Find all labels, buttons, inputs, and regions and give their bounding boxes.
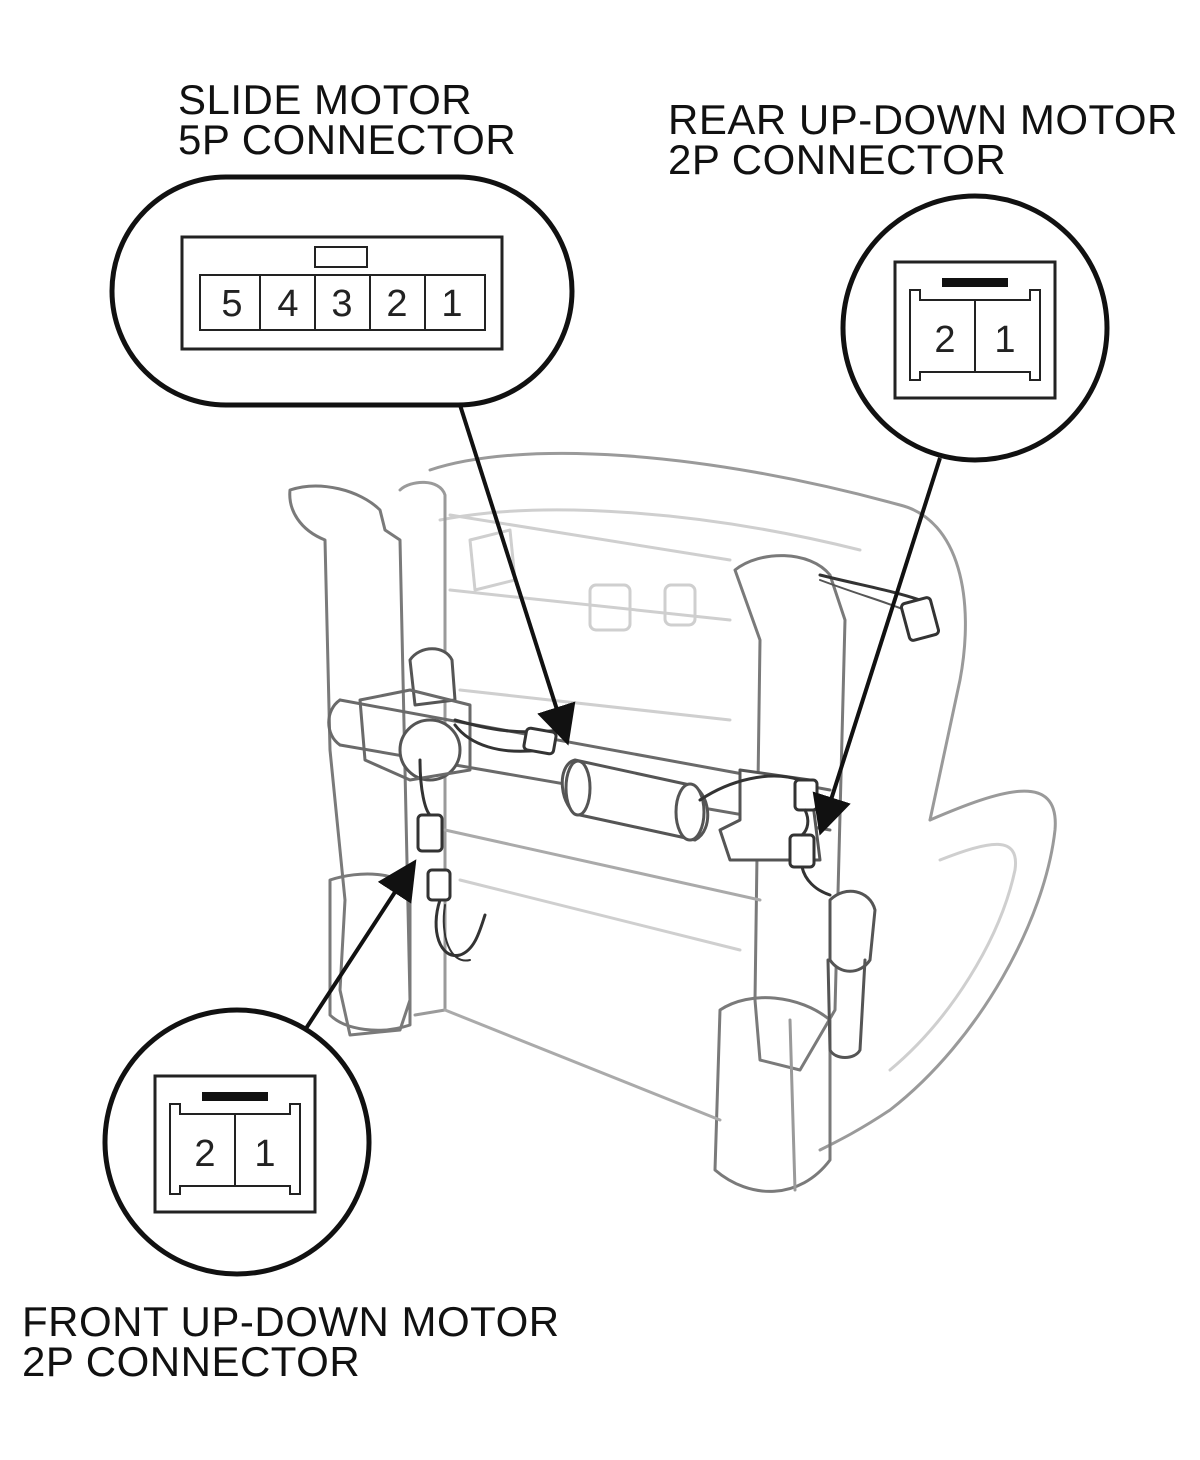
back-panel-bar-low (458, 688, 732, 722)
harness-wire-left-down (418, 758, 432, 817)
front-connector-cavity (169, 1103, 301, 1195)
slide-leader-arrow (458, 404, 576, 746)
harness-wire-3 (698, 774, 802, 802)
rear-leader-arrow (812, 457, 942, 836)
front-motor-label-line2: 2P CONNECTOR (22, 1338, 361, 1385)
slide-connector-latch (314, 246, 368, 268)
slide-connector-callout: 5 4 3 2 1 (109, 174, 575, 408)
seat-back-outline (428, 451, 967, 822)
left-motor-body (408, 647, 457, 707)
left-rail-foot (328, 872, 412, 1032)
left-rail-inner (398, 480, 447, 1017)
harness-connector-front-2 (426, 868, 452, 902)
rear-connector-latch (942, 278, 1008, 287)
back-panel-bracket-2 (663, 583, 697, 627)
slide-pin-2: 2 (386, 283, 407, 325)
front-pin-2: 2 (194, 1133, 215, 1175)
slide-pin-5: 5 (221, 283, 242, 325)
leader-arrows (303, 404, 942, 1032)
right-rail (733, 554, 847, 1072)
rear-motor-label: REAR UP-DOWN MOTOR 2P CONNECTOR (668, 96, 1178, 183)
rear-pin-1: 1 (994, 319, 1015, 361)
left-motor-gear (398, 718, 462, 782)
front-connector-callout: 2 1 (102, 1007, 372, 1277)
right-rail-foot (713, 996, 832, 1193)
slide-pin-1: 1 (441, 283, 462, 325)
back-panel-bar-top (448, 513, 732, 562)
slide-pin-3: 3 (331, 283, 352, 325)
harness-connector-left (522, 726, 558, 756)
left-mount-plate (358, 688, 472, 782)
slide-motor-label: SLIDE MOTOR 5P CONNECTOR (178, 76, 517, 163)
front-connector-latch (202, 1092, 268, 1101)
left-rail (288, 484, 412, 1037)
slide-motor-end (674, 782, 706, 842)
lower-frame-top (443, 828, 762, 902)
rear-motor-label-line1: REAR UP-DOWN MOTOR (668, 96, 1178, 143)
harness-wire-4 (800, 808, 810, 837)
lower-frame-mid (458, 878, 742, 952)
front-pin-1: 1 (254, 1133, 275, 1175)
harness-connector-rear (793, 778, 819, 812)
rear-pin-2: 2 (934, 319, 955, 361)
slide-connector-cavity (199, 274, 486, 331)
front-motor-label: FRONT UP-DOWN MOTOR 2P CONNECTOR (22, 1298, 560, 1385)
harness-wire-left-loop-2 (442, 904, 471, 962)
rear-harness-clip (899, 596, 941, 642)
front-motor-label-line1: FRONT UP-DOWN MOTOR (22, 1298, 560, 1345)
seat-cushion-inner (888, 842, 1018, 1072)
recliner-knob (828, 889, 877, 973)
rear-connector-cavity (909, 289, 1041, 381)
right-rail-foot-inner (788, 1018, 797, 1192)
rear-connector-callout: 2 1 (840, 193, 1110, 463)
front-leader-arrow (303, 859, 417, 1032)
harness-wire-5 (800, 865, 832, 897)
rear-harness-run (818, 573, 922, 602)
rear-harness-run-2 (819, 579, 906, 611)
harness-connector-front (416, 813, 444, 853)
slide-motor-label-line2: 5P CONNECTOR (178, 116, 517, 163)
slide-pin-4: 4 (277, 283, 298, 325)
seat-back-inner (438, 508, 862, 552)
seat-cushion-outline (818, 789, 1057, 1152)
harness-connector-rear-2 (788, 833, 816, 869)
recliner-stem (826, 958, 867, 1059)
rear-motor-label-line2: 2P CONNECTOR (668, 136, 1007, 183)
lower-frame-bottom (443, 1008, 722, 1122)
slide-motor-label-line1: SLIDE MOTOR (178, 76, 473, 123)
seat-illustration (288, 451, 1057, 1193)
cross-tube-left-cap (327, 698, 342, 747)
harness-wire-left-loop (434, 898, 487, 957)
slide-motor-cap (564, 759, 592, 817)
back-panel-bracket-1 (588, 583, 632, 632)
